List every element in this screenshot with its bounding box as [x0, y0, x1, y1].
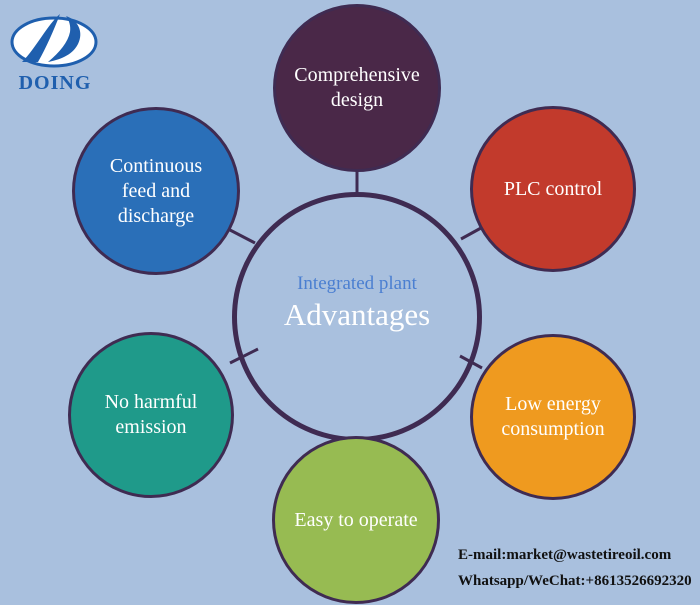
node-plc-control: PLC control — [470, 106, 636, 272]
node-label: PLC control — [503, 177, 603, 200]
brand-name: DOING — [18, 72, 92, 94]
node-label: Easy to operate — [294, 508, 418, 531]
node-easy-to-operate: Easy to operate — [272, 436, 440, 604]
center-title: Advantages — [283, 297, 431, 332]
contact-email: E-mail:market@wastetireoil.com — [458, 547, 672, 563]
contact-phone: Whatsapp/WeChat:+8613526692320 — [458, 573, 692, 589]
center-subtitle: Integrated plant — [297, 273, 417, 294]
doing-logo-icon — [10, 14, 98, 68]
center-circle: Integrated plant Advantages — [232, 192, 482, 442]
